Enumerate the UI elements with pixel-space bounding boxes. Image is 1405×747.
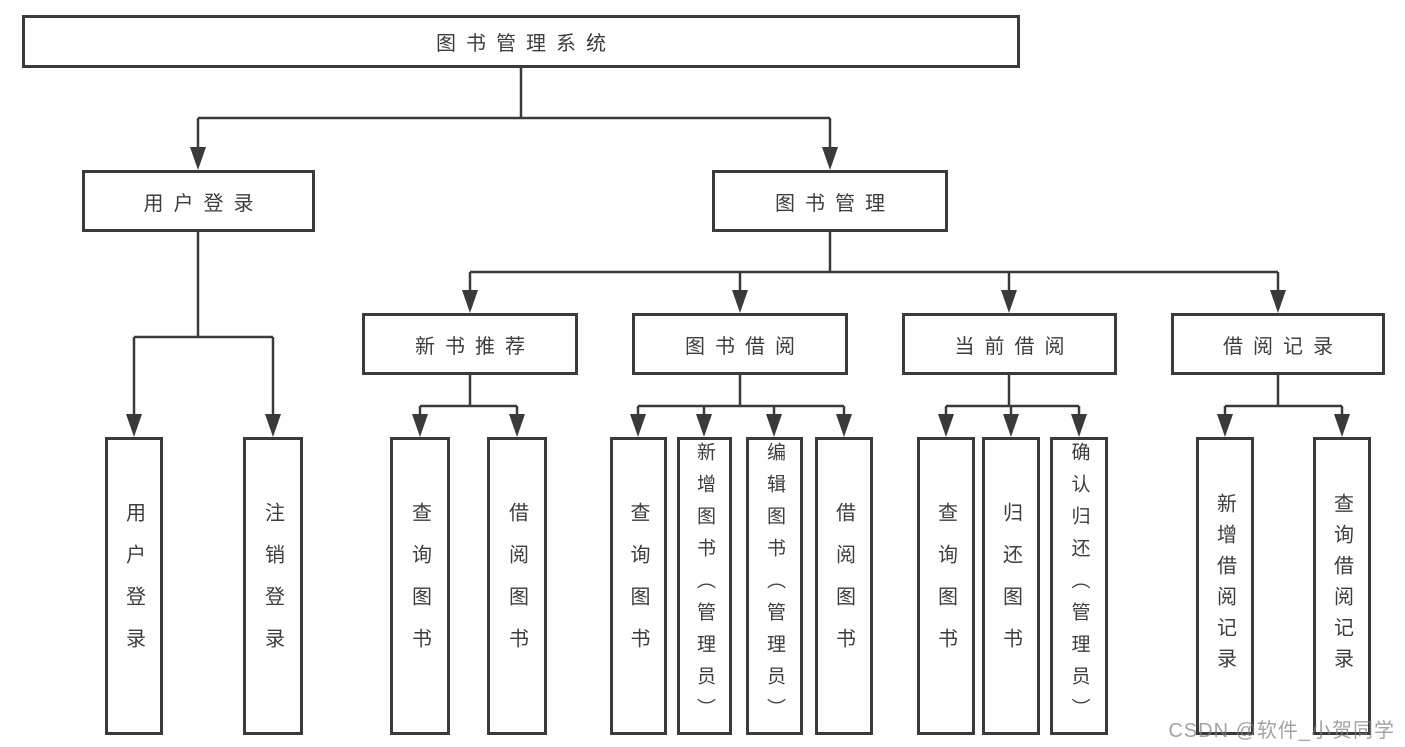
- node-new-book-recommendation: 新书推荐: [362, 313, 578, 375]
- leaf-query-borrow-record: 查询借阅记录: [1313, 437, 1371, 735]
- leaf-query-books-3: 查询图书: [917, 437, 975, 735]
- node-label: 查询图书: [408, 502, 431, 670]
- node-label: 借阅记录: [1223, 335, 1343, 358]
- node-label: 新书推荐: [415, 335, 535, 358]
- node-label: 注销登录: [261, 502, 284, 670]
- arrowheads: [126, 147, 1350, 437]
- leaf-query-books-2: 查询图书: [610, 437, 667, 735]
- node-label: 图书借阅: [685, 335, 805, 358]
- node-label: 查询借阅记录: [1330, 493, 1353, 679]
- node-label: 归还图书: [999, 502, 1022, 670]
- node-label: 确认归还（管理员）: [1068, 442, 1090, 730]
- watermark: CSDN @软件_小贺同学: [1168, 720, 1395, 742]
- leaf-borrow-books-1: 借阅图书: [487, 437, 547, 735]
- node-label: 查询图书: [627, 502, 649, 670]
- node-library-management-system: 图书管理系统: [22, 15, 1020, 68]
- leaf-query-books-1: 查询图书: [390, 437, 450, 735]
- node-label: 借阅图书: [505, 502, 528, 670]
- leaf-logout: 注销登录: [243, 437, 303, 735]
- leaf-return-books: 归还图书: [982, 437, 1040, 735]
- leaf-borrow-books-2: 借阅图书: [815, 437, 873, 735]
- node-label: 用户登录: [122, 502, 145, 670]
- node-label: 编辑图书（管理员）: [764, 442, 785, 730]
- leaf-edit-books-admin: 编辑图书（管理员）: [746, 437, 803, 735]
- node-label: 新增借阅记录: [1213, 493, 1236, 679]
- node-borrowing-records: 借阅记录: [1171, 313, 1385, 375]
- node-current-borrowing: 当前借阅: [902, 313, 1117, 375]
- leaf-user-login: 用户登录: [105, 437, 163, 735]
- node-label: 用户登录: [143, 192, 264, 215]
- leaf-add-books-admin: 新增图书（管理员）: [677, 437, 732, 735]
- node-label: 查询图书: [934, 502, 957, 670]
- node-label: 图书管理系统: [436, 33, 616, 55]
- leaf-confirm-return-admin: 确认归还（管理员）: [1050, 437, 1108, 735]
- node-label: 图书管理: [775, 192, 895, 215]
- node-user-login-branch: 用户登录: [82, 170, 315, 232]
- leaf-add-borrow-record: 新增借阅记录: [1196, 437, 1254, 735]
- node-label: 借阅图书: [832, 502, 855, 670]
- node-book-management-branch: 图书管理: [712, 170, 948, 232]
- node-label: 新增图书（管理员）: [694, 442, 715, 730]
- node-book-borrowing: 图书借阅: [632, 313, 848, 375]
- node-label: 当前借阅: [954, 335, 1075, 358]
